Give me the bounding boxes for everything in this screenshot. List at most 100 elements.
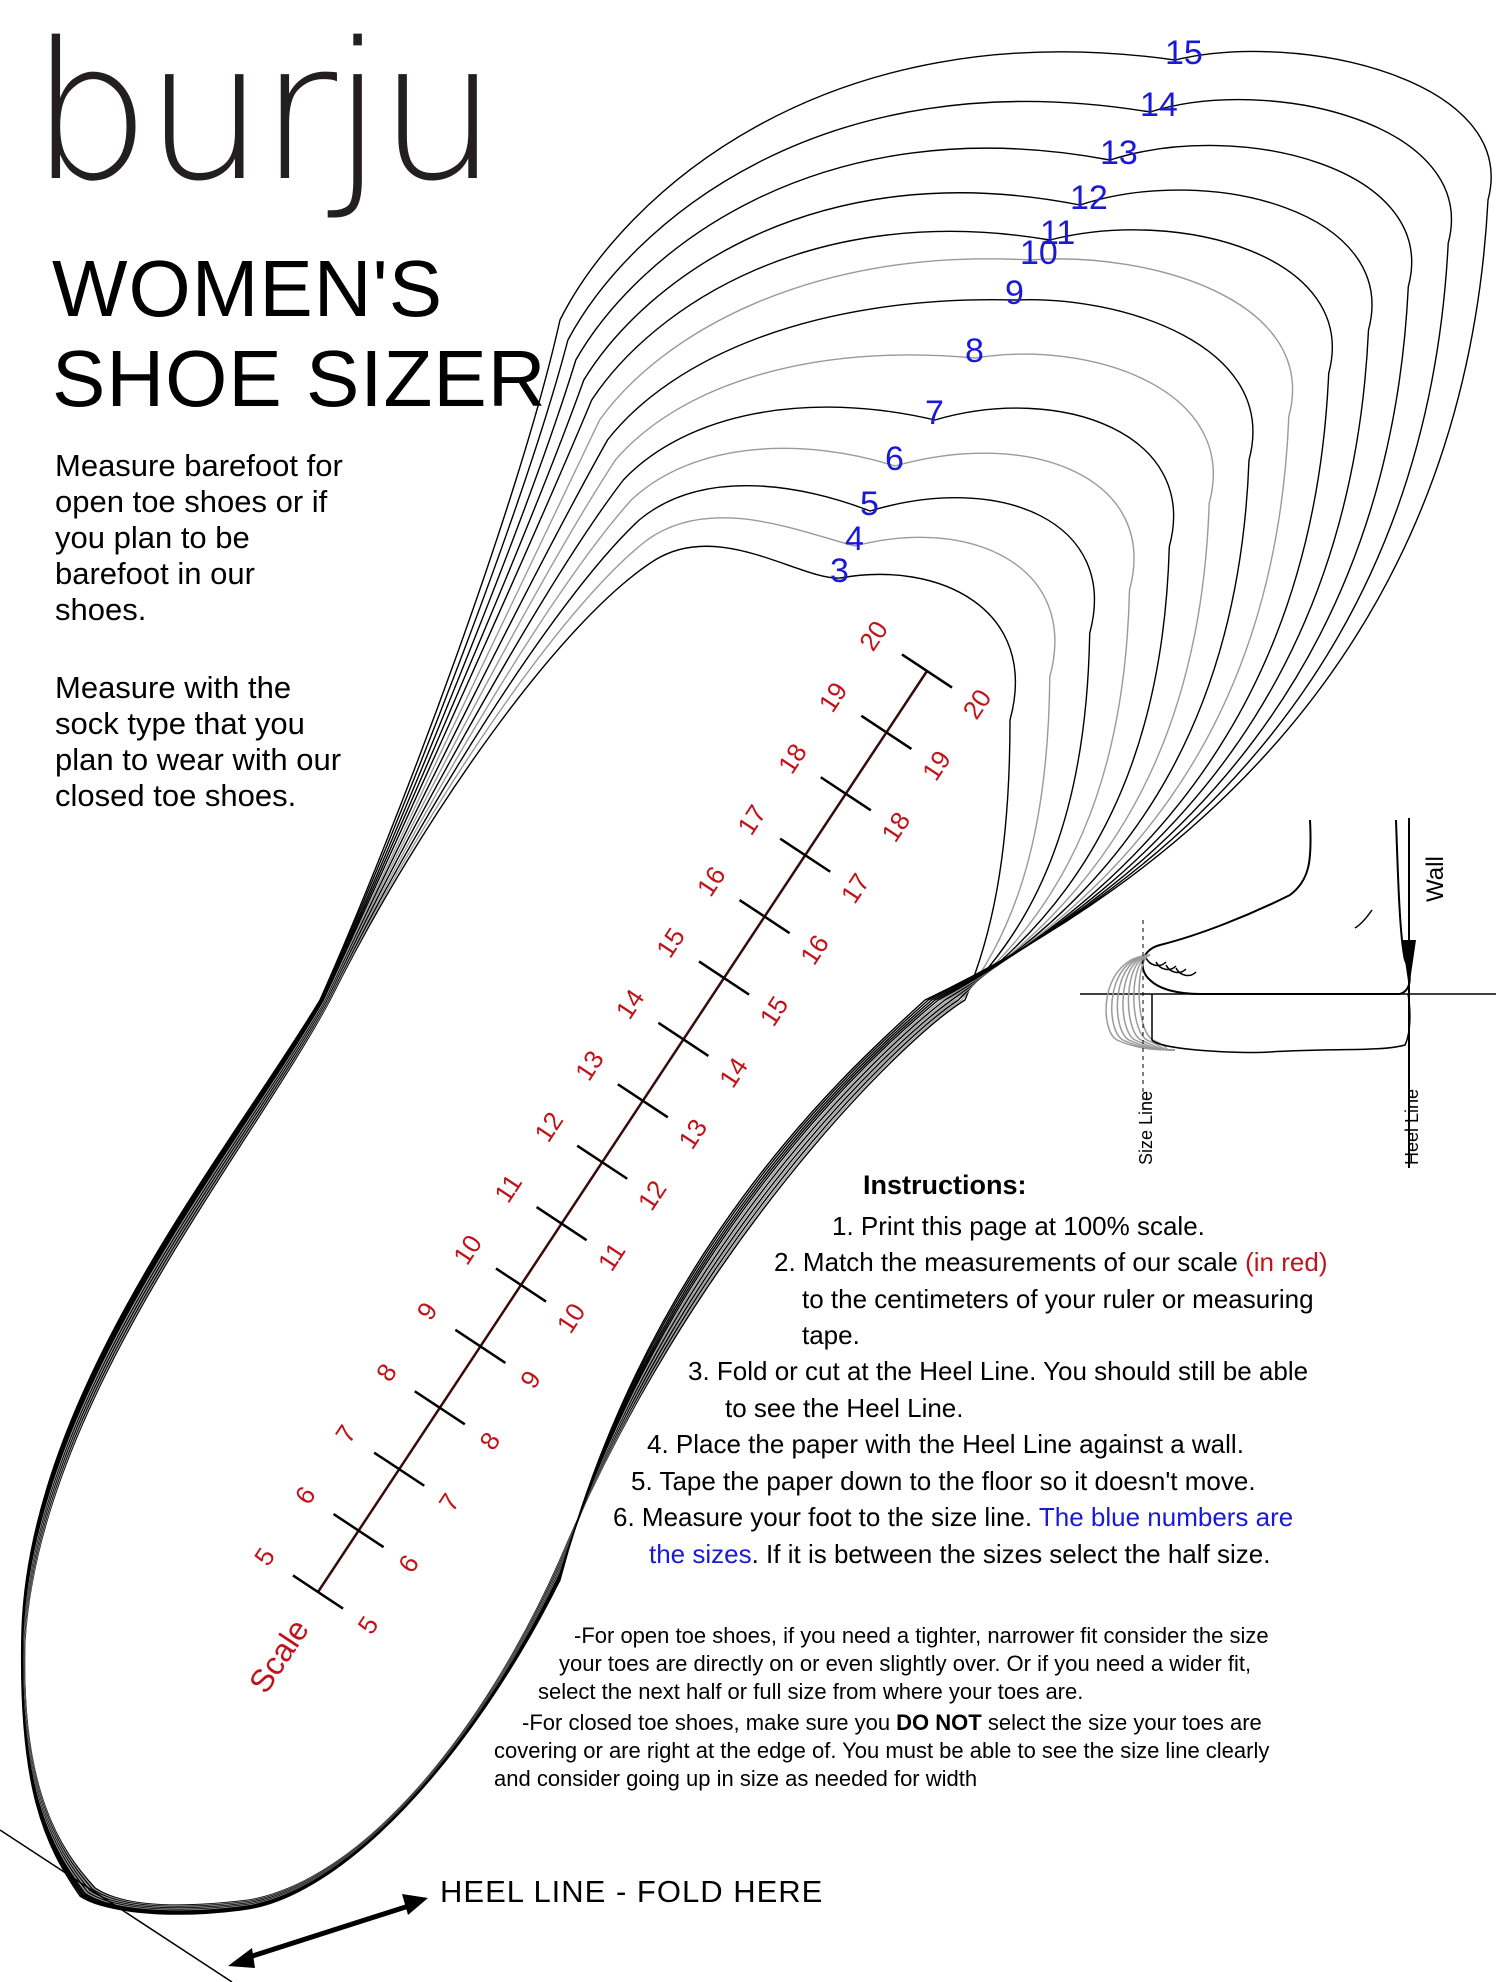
scale-tick-label-right: 6 (289, 1481, 322, 1510)
foot-measure-diagram: Wall Size Line Heel Line (1080, 818, 1496, 1168)
size-outline (21, 229, 1333, 1912)
scale-tick-label-left: 10 (550, 1298, 591, 1339)
scale-label: Scale (242, 1613, 316, 1700)
title-line-1: WOMEN'S (52, 244, 444, 333)
scale-tick-label-left: 19 (916, 745, 957, 786)
page-title: WOMEN'S SHOE SIZER (52, 244, 547, 424)
size-label: 12 (1070, 179, 1108, 217)
scale-tick-label-right: 13 (569, 1045, 610, 1086)
instruction-text: 6. Measure your foot to the size line. (613, 1502, 1039, 1532)
heel-line-label-diagram: Heel Line (1402, 1089, 1422, 1165)
size-outline (23, 484, 1096, 1908)
size-label: 10 (1020, 234, 1058, 272)
scale-tick-label-right: 7 (329, 1420, 362, 1449)
scale-tick (901, 653, 953, 689)
scale-tick-label-left: 14 (713, 1052, 754, 1093)
scale-tick (373, 1451, 425, 1487)
size-label: 15 (1165, 34, 1203, 72)
size-outline (21, 189, 1373, 1913)
scale-tick-label-left: 6 (392, 1549, 425, 1578)
scale-tick-label-right: 8 (370, 1358, 403, 1387)
scale-tick (779, 837, 831, 873)
scale-tick-label-right: 20 (853, 615, 894, 656)
scale-tick (617, 1083, 669, 1119)
intro-line: plan to wear with our (55, 742, 342, 777)
scale-tick-label-right: 14 (609, 984, 650, 1025)
instruction-step-3: 3. Fold or cut at the Heel Line. You sho… (688, 1356, 1309, 1386)
scale-tick-label-right: 19 (812, 677, 853, 718)
intro-line: open toe shoes or if (55, 484, 328, 519)
scale-tick (698, 960, 750, 996)
scale-tick-label-right: 5 (248, 1542, 281, 1571)
size-label: 9 (1005, 274, 1024, 312)
closed-toe-intro: Measure with the sock type that you plan… (55, 670, 415, 814)
scale-tick (495, 1267, 547, 1303)
intro-line: Measure barefoot for (55, 448, 343, 483)
note-text: -For closed toe shoes, make sure you (522, 1710, 897, 1735)
scale-tick-label-left: 5 (351, 1611, 384, 1640)
title-line-2: SHOE SIZER (52, 334, 547, 423)
scale-tick (332, 1513, 385, 1549)
scale-tick (414, 1390, 466, 1426)
size-outline (23, 447, 1135, 1909)
scale-tick-label-left: 16 (794, 929, 835, 970)
size-outline (21, 98, 1452, 1914)
scale-tick-label-left: 12 (632, 1175, 673, 1216)
insole-size-outlines (20, 50, 1492, 1915)
burju-logo: burju (30, 2, 492, 223)
scale-tick (535, 1206, 588, 1242)
instruction-step-6-cont: the sizes. If it is between the sizes se… (649, 1536, 1270, 1572)
scale-tick (576, 1144, 628, 1180)
instruction-step-1: 1. Print this page at 100% scale. (832, 1211, 1205, 1241)
scale-tick-label-right: 18 (772, 738, 813, 779)
scale-tick-label-left: 9 (514, 1365, 547, 1394)
instruction-blue-text: The blue numbers are (1038, 1502, 1294, 1532)
size-label: 4 (845, 520, 864, 558)
note-closed-toe-2: covering or are right at the edge of. Yo… (494, 1738, 1270, 1763)
heel-fold-line (0, 1829, 233, 1982)
intro-line: you plan to be (55, 520, 250, 555)
size-outline (20, 50, 1492, 1915)
intro-line: closed toe shoes. (55, 778, 297, 813)
scale-tick-label-right: 15 (650, 922, 691, 963)
scale-tick (292, 1574, 344, 1610)
scale-tick-label-left: 18 (875, 806, 916, 847)
instruction-step-4: 4. Place the paper with the Heel Line ag… (647, 1429, 1244, 1459)
scale-tick (820, 776, 872, 812)
size-label: 8 (965, 332, 984, 370)
size-label: 14 (1140, 86, 1178, 124)
instruction-step-2-cont: tape. (802, 1320, 860, 1350)
note-text: select the size your toes are (981, 1710, 1262, 1735)
size-label: 13 (1100, 134, 1138, 172)
size-label: 3 (830, 552, 849, 590)
size-label: 11 (1040, 214, 1075, 252)
instruction-step-2-cont: to the centimeters of your ruler or meas… (802, 1284, 1314, 1314)
scale-tick-label-right: 11 (488, 1169, 528, 1208)
foot-icon (1141, 819, 1411, 995)
note-closed-toe-3: and consider going up in size as needed … (494, 1766, 978, 1791)
note-bold-text: DO NOT (896, 1710, 982, 1735)
scale-tick (860, 714, 913, 750)
instruction-step-5: 5. Tape the paper down to the floor so i… (631, 1466, 1256, 1496)
scale-tick-label-left: 11 (592, 1237, 632, 1276)
heel-line-fold-label: HEEL LINE - FOLD HERE (440, 1874, 824, 1909)
size-outline (23, 545, 1017, 1906)
wall-label: Wall (1422, 856, 1449, 902)
size-label: 5 (860, 485, 879, 523)
instruction-step-3-cont: to see the Heel Line. (725, 1393, 964, 1423)
scale-tick-label-right: 9 (410, 1297, 443, 1326)
size-label: 6 (885, 440, 904, 478)
instruction-blue-text: the sizes (649, 1539, 752, 1569)
note-open-toe-3: select the next half or full size from w… (538, 1679, 1084, 1704)
instructions-heading: Instructions: (863, 1170, 1027, 1200)
scale-tick-label-left: 17 (835, 868, 876, 909)
intro-line: sock type that you (55, 706, 305, 741)
scale-tick-label-right: 10 (447, 1229, 488, 1270)
scale-tick-label-right: 12 (528, 1106, 569, 1147)
scale-tick (657, 1021, 710, 1057)
note-open-toe-1: -For open toe shoes, if you need a tight… (574, 1623, 1269, 1648)
scale-tick-label-left: 13 (672, 1113, 713, 1154)
instruction-text: . If it is between the sizes select the … (751, 1539, 1271, 1569)
